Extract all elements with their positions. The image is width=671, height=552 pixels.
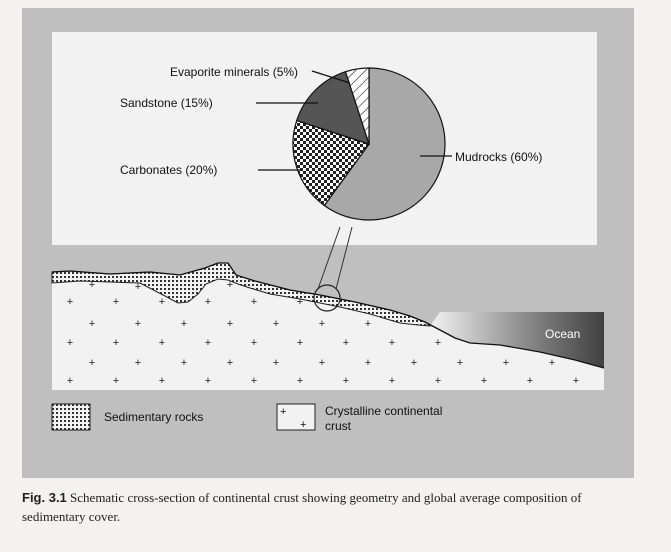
legend-plus-icon: + xyxy=(280,406,286,418)
crust-plus-icon: + xyxy=(135,281,141,293)
figure-caption: Fig. 3.1 Schematic cross-section of cont… xyxy=(22,488,642,526)
crust-plus-icon: + xyxy=(319,318,325,330)
crust-plus-icon: + xyxy=(181,357,187,369)
crust-plus-icon: + xyxy=(227,357,233,369)
crust-plus-icon: + xyxy=(273,357,279,369)
crust-plus-icon: + xyxy=(159,375,165,387)
crust-plus-icon: + xyxy=(113,296,119,308)
crust-plus-icon: + xyxy=(205,375,211,387)
crust-plus-icon: + xyxy=(435,337,441,349)
legend-sedimentary-swatch xyxy=(51,403,91,431)
crust-plus-icon: + xyxy=(481,375,487,387)
legend-crystalline-label-line1: Crystalline continental xyxy=(325,404,442,418)
crust-plus-icon: + xyxy=(113,337,119,349)
crust-plus-icon: + xyxy=(251,375,257,387)
crust-plus-icon: + xyxy=(205,296,211,308)
crust-plus-icon: + xyxy=(89,357,95,369)
label-evaporite: Evaporite minerals (5%) xyxy=(170,65,298,79)
crust-plus-icon: + xyxy=(457,357,463,369)
label-sandstone: Sandstone (15%) xyxy=(120,96,213,110)
crust-plus-icon: + xyxy=(89,318,95,330)
zoom-callout-lines xyxy=(317,226,353,290)
legend-crystalline-label-line2: crust xyxy=(325,419,352,433)
crust-plus-icon: + xyxy=(205,337,211,349)
crust-plus-icon: + xyxy=(343,375,349,387)
crust-plus-icon: + xyxy=(159,296,165,308)
crust-plus-icon: + xyxy=(251,296,257,308)
leader-evaporite xyxy=(311,70,351,84)
crust-plus-icon: + xyxy=(435,375,441,387)
crust-plus-icon: + xyxy=(297,337,303,349)
label-carbonates: Carbonates (20%) xyxy=(120,163,217,177)
pie-slice-evaporite-minerals xyxy=(344,67,370,145)
crust-plus-icon: + xyxy=(389,337,395,349)
crust-plus-icon: + xyxy=(159,337,165,349)
crust-plus-icon: + xyxy=(273,318,279,330)
crust-plus-icon: + xyxy=(181,318,187,330)
legend-crystalline-swatch xyxy=(276,403,316,431)
crust-plus-icon: + xyxy=(227,279,233,291)
crust-plus-icon: + xyxy=(411,357,417,369)
crust-plus-icon: + xyxy=(113,375,119,387)
crust-plus-icon: + xyxy=(319,357,325,369)
crust-plus-icon: + xyxy=(89,279,95,291)
crust-plus-icon: + xyxy=(365,357,371,369)
crust-plus-icon: + xyxy=(365,318,371,330)
surface-outline xyxy=(51,262,605,369)
ocean xyxy=(430,312,604,368)
label-mudrocks: Mudrocks (60%) xyxy=(455,150,542,164)
legend-plus-icon: + xyxy=(300,419,306,431)
pie-slice-carbonates xyxy=(292,119,370,207)
crust-plus-icon: + xyxy=(67,296,73,308)
crust-plus-icon: + xyxy=(573,375,579,387)
crust-plus-icon: + xyxy=(503,357,509,369)
crust-plus-icon: + xyxy=(135,318,141,330)
figure-caption-text: Schematic cross-section of continental c… xyxy=(22,490,582,524)
crust-plus-icon: + xyxy=(67,375,73,387)
ocean-label: Ocean xyxy=(545,327,580,341)
crust-plus-icon: + xyxy=(297,296,303,308)
crust-plus-icon: + xyxy=(227,318,233,330)
pie-chart xyxy=(292,67,446,221)
zoom-circle xyxy=(313,284,341,312)
crust-plus-icon: + xyxy=(251,337,257,349)
pie-slice-mudrocks xyxy=(323,67,446,221)
crust-plus-icon: + xyxy=(343,337,349,349)
crust-plus-icon: + xyxy=(549,357,555,369)
crust-plus-icon: + xyxy=(297,375,303,387)
crust-plus-icon: + xyxy=(389,375,395,387)
crust-plus-icon: + xyxy=(135,357,141,369)
legend-sedimentary-label: Sedimentary rocks xyxy=(104,410,203,424)
crust-plus-icon: + xyxy=(527,375,533,387)
figure-number: Fig. 3.1 xyxy=(22,490,67,505)
crust-plus-icon: + xyxy=(67,337,73,349)
